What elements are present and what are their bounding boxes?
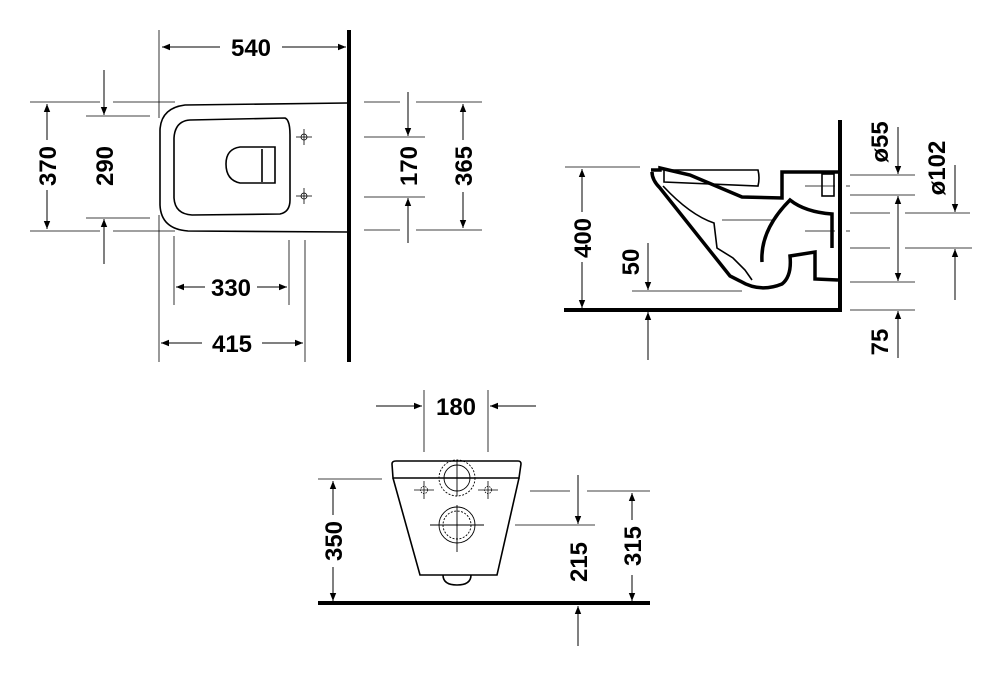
outlet-bump: [442, 574, 472, 586]
bowl-inner-outline: [662, 185, 753, 281]
fixing-hole-icon: [414, 481, 498, 499]
inlet-circle-icon: [436, 459, 478, 497]
floor-wall-line: [564, 120, 842, 312]
dim-370-label: 370: [35, 146, 62, 186]
outlet-circle-icon: [430, 505, 484, 552]
lid-outline: [663, 169, 760, 187]
dim-540-label: 540: [231, 35, 271, 62]
dim-75-label: 75: [867, 329, 894, 356]
dim-inlet-diameter-label: ø55: [867, 121, 894, 162]
dim-170-label: 170: [396, 146, 423, 186]
dim-outlet-diameter-label: ø102: [924, 141, 951, 196]
dim-400-label: 400: [570, 218, 597, 258]
top-view: 540 370 290 170 365 330: [30, 30, 482, 362]
dim-350-label: 350: [321, 521, 348, 561]
bowl-outline: [159, 102, 348, 233]
bowl-front-outline: [392, 477, 520, 576]
dim-290-label: 290: [92, 146, 119, 186]
fixing-hole-icon: [296, 129, 312, 204]
side-view: 400 50 ø55 ø102 75: [564, 120, 972, 360]
dim-365-label: 365: [451, 146, 478, 186]
seat-outline: [173, 117, 291, 216]
dim-215-label: 215: [566, 542, 593, 582]
dim-50-label: 50: [618, 249, 645, 276]
bowl-outer-outline: [650, 171, 839, 290]
trap-outline: [760, 197, 834, 263]
inlet-connector: [821, 173, 835, 197]
seat-lid-outline: [391, 460, 522, 479]
bowl-opening: [225, 146, 276, 184]
front-view: 180 350 215 315: [318, 390, 650, 646]
dim-315-label: 315: [620, 526, 647, 566]
dim-180-label: 180: [436, 394, 476, 421]
dim-415-label: 415: [212, 331, 252, 358]
seat-outline: [651, 165, 838, 200]
dim-330-label: 330: [211, 275, 251, 302]
